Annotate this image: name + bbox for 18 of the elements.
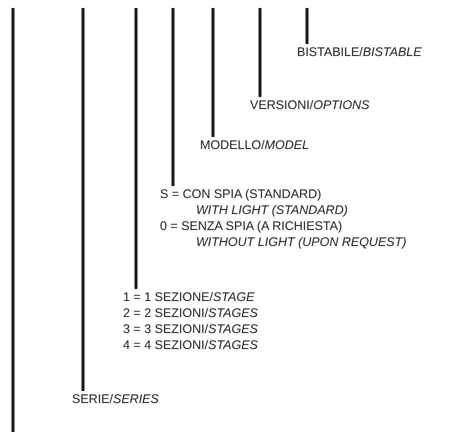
option-label: 4 = 4 SEZIONI/STAGES [123, 337, 258, 353]
leader-line [172, 8, 174, 186]
option-label: MODELLO/MODEL [200, 137, 310, 153]
option-label: BISTABILE/BISTABLE [297, 44, 422, 60]
leader-line [134, 8, 138, 289]
leader-line [212, 8, 214, 137]
option-label: 2 = 2 SEZIONI/STAGES [123, 305, 258, 321]
leader-line [306, 8, 308, 44]
option-label: S = CON SPIA (STANDARD) [160, 186, 322, 202]
option-label: WITHOUT LIGHT (UPON REQUEST) [195, 234, 406, 250]
option-label: 3 = 3 SEZIONI/STAGES [123, 321, 258, 337]
leader-line [82, 8, 84, 391]
leader-line [258, 8, 262, 97]
option-label: VERSIONI/OPTIONS [250, 97, 370, 113]
option-label: 1 = 1 SEZIONE/STAGE [123, 289, 256, 305]
option-label: WITH LIGHT (STANDARD) [195, 202, 349, 218]
option-label: 0 = SENZA SPIA (A RICHIESTA) [160, 218, 344, 234]
option-label: SERIE/SERIES [72, 391, 159, 407]
